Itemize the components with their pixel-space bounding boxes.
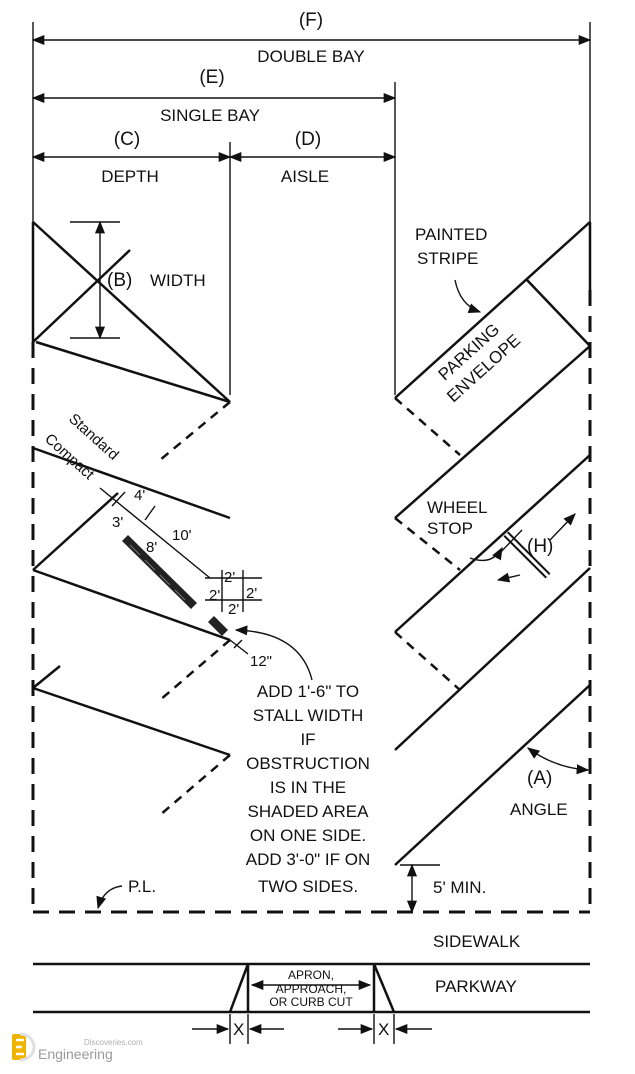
sidewalk-parkway: SIDEWALK PARKWAY	[33, 932, 590, 1014]
property-line-label: P.L.	[128, 877, 156, 896]
apron-line1: APRON,	[288, 968, 334, 982]
dim-2ft-b: 2'	[246, 585, 257, 602]
dim-8ft: 8'	[146, 539, 157, 556]
wheel-stop-callout: WHEEL STOP (H)	[427, 498, 576, 583]
dim-10ft: 10'	[172, 527, 192, 544]
aisle-code: (D)	[295, 129, 321, 150]
parking-envelope-label: PARKING ENVELOPE	[435, 320, 524, 406]
angle-label: ANGLE	[510, 800, 568, 819]
shaded-obstruction-area	[122, 535, 228, 636]
aisle-label: AISLE	[281, 167, 329, 186]
watermark-brand: Engineering	[38, 1046, 113, 1062]
wheel-stop-icon	[503, 531, 551, 579]
obstruction-note: ADD 1'-6" TO STALL WIDTH IF OBSTRUCTION …	[246, 682, 371, 896]
dimension-depth: (C) DEPTH	[31, 129, 232, 186]
angle-code: (A)	[527, 768, 552, 789]
x-dimension-right: X	[338, 1014, 432, 1044]
wheel-stop-line2: STOP	[427, 519, 473, 538]
note-line-8: ADD 3'-0" IF ON	[246, 850, 371, 869]
dim-2ft-a: 2'	[224, 569, 235, 586]
width-label: WIDTH	[150, 271, 206, 290]
single-bay-label: SINGLE BAY	[160, 106, 260, 125]
property-line: P.L.	[33, 877, 590, 914]
note-line-6: SHADED AREA	[248, 802, 370, 821]
parkway-label: PARKWAY	[435, 977, 517, 996]
dim-2ft-d: 2'	[228, 601, 239, 618]
note-line-9: TWO SIDES.	[258, 877, 358, 896]
painted-stripe-callout: PAINTED STRIPE	[415, 225, 487, 314]
double-bay-label: DOUBLE BAY	[257, 47, 364, 66]
dim-12in: 12"	[250, 653, 272, 670]
left-bay-stalls	[31, 221, 231, 912]
engineering-logo-icon	[12, 1032, 36, 1062]
dimension-single-bay: (E) SINGLE BAY	[31, 67, 397, 395]
dim-4ft: 4'	[134, 487, 145, 504]
painted-stripe-line2: STRIPE	[417, 249, 478, 268]
note-line-4: OBSTRUCTION	[246, 754, 370, 773]
dimension-double-bay: (F) DOUBLE BAY	[31, 10, 592, 222]
depth-code: (C)	[114, 129, 140, 150]
watermark-logo: Discoveries.com Engineering	[12, 1032, 143, 1062]
dimension-aisle: (D) AISLE	[228, 129, 397, 395]
right-bay-stalls	[394, 221, 592, 912]
width-code: (B)	[107, 270, 132, 291]
double-bay-code: (F)	[299, 10, 323, 31]
dimension-width: (B) WIDTH	[70, 220, 206, 340]
stall-detail: Standard Compact 4' 3' 8' 10' 2' 2' 2' 2…	[41, 410, 313, 681]
wheel-stop-line1: WHEEL	[427, 498, 487, 517]
apron-approach: APRON, APPROACH, OR CURB CUT	[228, 963, 396, 1013]
note-line-2: STALL WIDTH	[253, 706, 364, 725]
depth-label: DEPTH	[101, 167, 159, 186]
note-line-3: IF	[300, 730, 315, 749]
min-setback-label: 5' MIN.	[433, 878, 486, 897]
x-right-label: X	[378, 1020, 389, 1039]
watermark-site: Discoveries.com	[84, 1038, 143, 1047]
sidewalk-label: SIDEWALK	[433, 932, 521, 951]
x-dimension-left: X	[192, 1014, 284, 1044]
note-line-7: ON ONE SIDE.	[250, 826, 366, 845]
angle-callout: (A) ANGLE	[510, 747, 590, 819]
dim-2ft-c: 2'	[209, 587, 220, 604]
dim-3ft: 3'	[112, 514, 123, 531]
apron-line3: OR CURB CUT	[269, 995, 353, 1009]
painted-stripe-line1: PAINTED	[415, 225, 487, 244]
apron-line2: APPROACH,	[276, 982, 347, 996]
wheel-stop-code: (H)	[527, 536, 553, 557]
min-setback-dimension: 5' MIN.	[400, 863, 486, 914]
single-bay-code: (E)	[199, 67, 224, 88]
note-line-1: ADD 1'-6" TO	[257, 682, 359, 701]
note-line-5: IS IN THE	[270, 778, 346, 797]
x-left-label: X	[233, 1020, 244, 1039]
